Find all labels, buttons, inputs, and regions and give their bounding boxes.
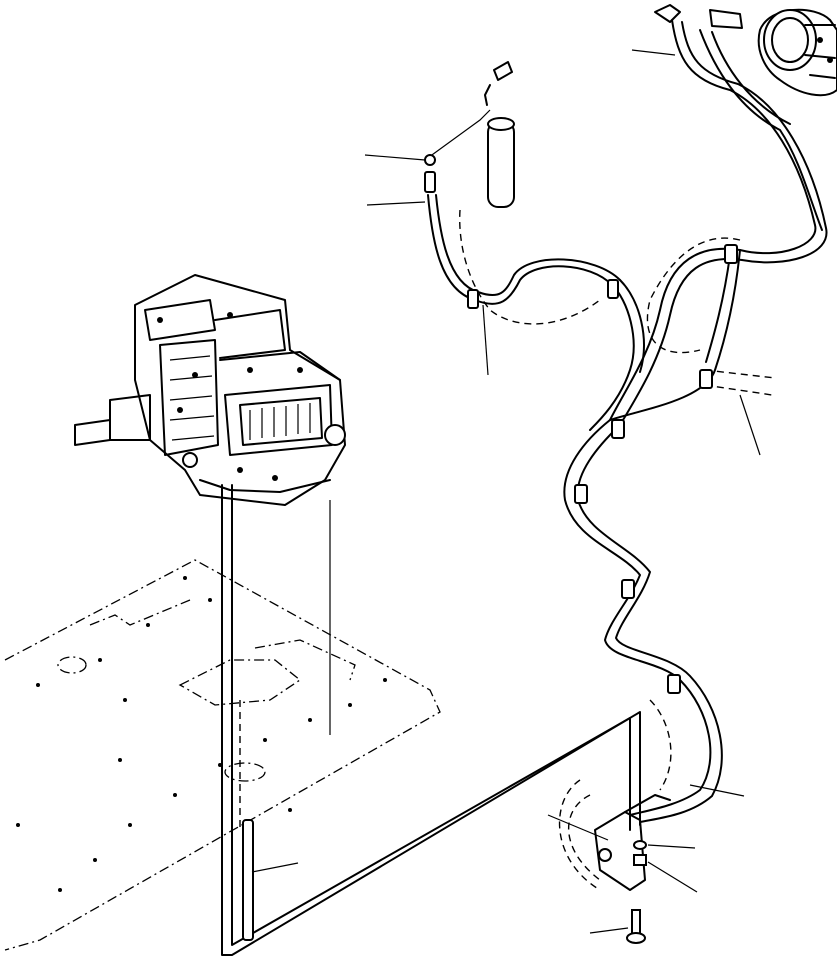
callout-hose-right xyxy=(739,394,761,456)
cab-floor-plate xyxy=(4,559,441,951)
nut xyxy=(633,854,647,866)
callout-dryer-hose xyxy=(366,201,426,206)
hose-harness xyxy=(427,19,828,891)
callout-hose-lower xyxy=(689,784,745,797)
callout-compressor-hose xyxy=(631,49,676,56)
callout-drain-tube xyxy=(251,862,299,873)
receiver-dryer xyxy=(424,61,515,208)
callout-bolt xyxy=(589,927,629,934)
air-conditioner-unit xyxy=(74,274,346,506)
bolt xyxy=(626,909,646,944)
callout-o-ring xyxy=(364,154,426,161)
mounting-bracket xyxy=(594,794,671,891)
washer xyxy=(633,840,647,850)
callout-clamp xyxy=(482,304,489,376)
callout-washer xyxy=(647,844,696,849)
drain-tube xyxy=(221,484,641,956)
callout-bracket xyxy=(547,814,609,841)
callout-nut xyxy=(647,861,698,893)
compressor xyxy=(654,4,837,97)
